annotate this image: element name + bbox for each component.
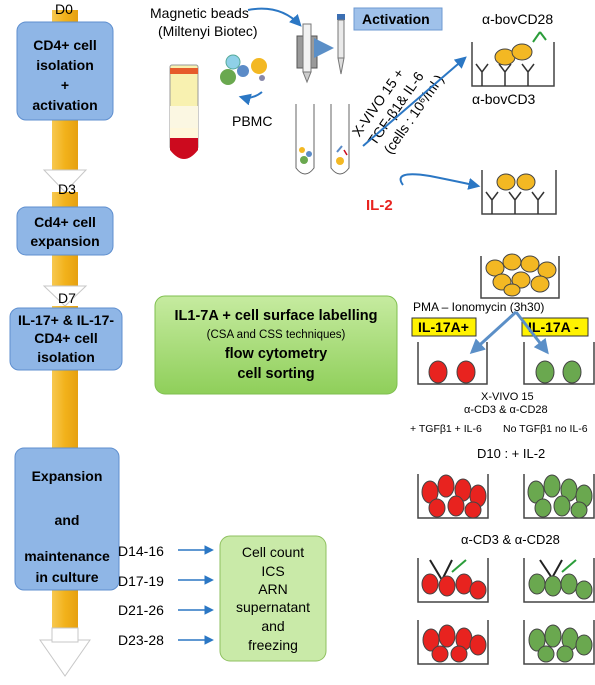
step4-line1: Expansion bbox=[32, 468, 103, 484]
analysis-days: D14-16 D17-19 D21-26 D23-28 bbox=[118, 543, 214, 648]
left-condition: + TGFβ1 + IL-6 bbox=[410, 423, 482, 435]
analysis-line5: and bbox=[261, 618, 284, 634]
pos-restim-well bbox=[417, 558, 489, 603]
day-d17-19: D17-19 bbox=[118, 573, 164, 589]
il17a-neg-label: IL-17A - bbox=[521, 317, 589, 337]
activation-badge-text: Activation bbox=[362, 11, 430, 27]
step-box-expansion: Cd4+ cell expansion bbox=[16, 206, 114, 256]
medium-text: X-VIVO 15 + TGF-β1& IL-6 (cells : 10⁶/ml… bbox=[349, 66, 447, 157]
magnetic-column bbox=[296, 14, 345, 84]
analysis-line3: ARN bbox=[258, 581, 288, 597]
step1-line1: CD4+ cell bbox=[33, 37, 96, 53]
day-d14-16: D14-16 bbox=[118, 543, 164, 559]
step1-line3: + bbox=[61, 77, 69, 93]
neg-sorted-well bbox=[523, 342, 595, 385]
beads-cluster bbox=[220, 54, 267, 85]
anti-cd3-label: α-bovCD3 bbox=[472, 91, 536, 107]
il2-label: IL-2 bbox=[366, 197, 393, 214]
step-box-isolation: CD4+ cell isolation + activation bbox=[16, 21, 114, 121]
activation-badge: Activation bbox=[353, 7, 443, 31]
pbmc-tube bbox=[169, 64, 199, 159]
step3-line3: isolation bbox=[37, 349, 95, 365]
day-d7: D7 bbox=[58, 290, 76, 306]
day-d3: D3 bbox=[58, 181, 76, 197]
labelling-sorting: cell sorting bbox=[237, 366, 314, 382]
analysis-line6: freezing bbox=[248, 637, 298, 653]
day-d23-28: D23-28 bbox=[118, 632, 164, 648]
pma-label: PMA – Ionomycin (3h30) bbox=[413, 300, 544, 314]
analysis-line1: Cell count bbox=[242, 544, 304, 560]
il2-well bbox=[481, 170, 557, 215]
step1-line2: isolation bbox=[36, 57, 94, 73]
beads-label-1: Magnetic beads bbox=[150, 5, 249, 21]
il17a-pos-label: IL-17A+ bbox=[411, 317, 477, 337]
step-box-sorting: IL-17+ & IL-17- CD4+ cell isolation bbox=[9, 307, 123, 371]
step4-line5: maintenance bbox=[24, 548, 110, 564]
day-d21-26: D21-26 bbox=[118, 602, 164, 618]
labelling-subtitle: (CSA and CSS techniques) bbox=[207, 329, 346, 341]
analysis-line4: supernatant bbox=[236, 599, 310, 615]
step1-line4: activation bbox=[32, 97, 97, 113]
d10-label: D10 : + IL-2 bbox=[477, 446, 545, 461]
step2-line2: expansion bbox=[30, 233, 99, 249]
pos-d10-well bbox=[417, 474, 489, 519]
analysis-box: Cell count ICS ARN supernatant and freez… bbox=[219, 535, 327, 662]
beads-label-2: (Miltenyi Biotec) bbox=[158, 23, 258, 39]
step-box-maintenance: Expansion and maintenance in culture bbox=[14, 447, 120, 591]
step4-line3: and bbox=[55, 512, 80, 528]
neg-restim-well bbox=[523, 558, 595, 603]
labelling-box: IL1-7A + cell surface labelling (CSA and… bbox=[154, 295, 398, 395]
step3-line2: CD4+ cell bbox=[34, 330, 97, 346]
anti-cd3-cd28-label-2: α-CD3 & α-CD28 bbox=[461, 532, 560, 547]
il17a-pos-text: IL-17A+ bbox=[418, 319, 469, 335]
analysis-line2: ICS bbox=[261, 563, 284, 579]
pbmc-label: PBMC bbox=[232, 113, 272, 129]
sorting-tubes bbox=[295, 104, 350, 175]
neg-d10-well bbox=[523, 474, 595, 519]
pos-sorted-well bbox=[417, 342, 488, 385]
neg-final-well bbox=[523, 620, 595, 665]
day-d0: D0 bbox=[55, 1, 73, 17]
labelling-flow: flow cytometry bbox=[225, 346, 327, 362]
expanded-well bbox=[480, 253, 560, 299]
step3-line1: IL-17+ & IL-17- bbox=[18, 312, 114, 328]
labelling-title: IL1-7A + cell surface labelling bbox=[175, 308, 378, 324]
xvivo-label: X-VIVO 15 bbox=[481, 391, 534, 403]
il17a-neg-text: IL-17A - bbox=[528, 319, 579, 335]
pos-final-well bbox=[417, 620, 489, 665]
step2-line1: Cd4+ cell bbox=[34, 214, 96, 230]
right-condition: No TGFβ1 no IL-6 bbox=[503, 423, 588, 435]
anti-cd3-cd28-label: α-CD3 & α-CD28 bbox=[464, 404, 548, 416]
anti-cd28-label: α-bovCD28 bbox=[482, 11, 553, 27]
step4-line6: in culture bbox=[35, 569, 98, 585]
activation-well: α-bovCD28 α-bovCD3 bbox=[471, 11, 555, 107]
